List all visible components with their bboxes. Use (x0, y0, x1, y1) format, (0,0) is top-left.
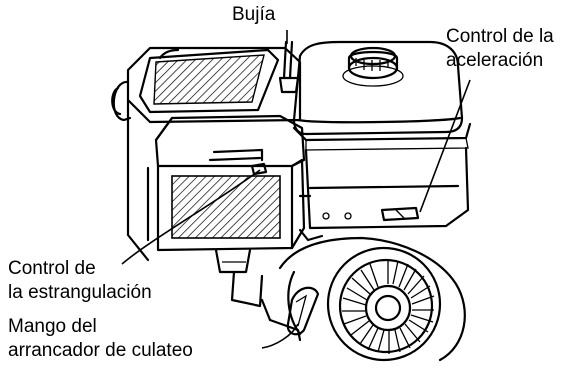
fuel-tank (292, 40, 472, 151)
lower-engine (214, 248, 302, 342)
choke-control-label-line1: Control de (8, 258, 96, 279)
starter-handle-leader (261, 323, 299, 349)
throttle-leader (419, 79, 471, 213)
starter-handle-label-line2: arrancador de culateo (8, 340, 193, 361)
spark-plug (278, 40, 300, 94)
recoil-starter (278, 236, 466, 362)
choke-control-label-line2: la estrangulación (8, 282, 152, 303)
fuel-cap (342, 46, 404, 87)
choke-leader (121, 169, 261, 265)
air-cleaner (154, 114, 306, 252)
crankcase (298, 146, 470, 242)
cylinder-head-cover (138, 48, 280, 114)
starter-handle-label-line1: Mango del (8, 316, 97, 337)
spark-plug-label: Bujía (232, 4, 276, 25)
throttle-control-label-line1: Control de la (446, 26, 554, 47)
leader-lines (121, 30, 471, 349)
throttle-control-label-line2: aceleración (446, 50, 544, 71)
